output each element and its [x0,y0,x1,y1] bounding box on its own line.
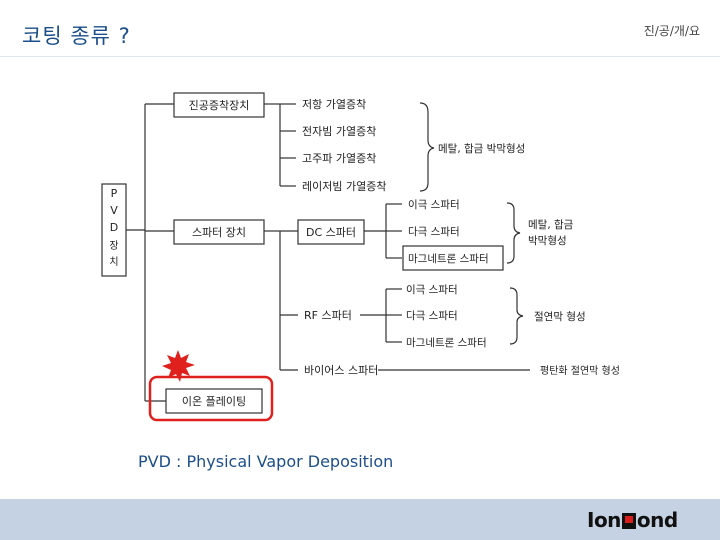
sputter-device-box [173,219,265,245]
bias-sputter-label: 바이어스 스파터 [304,364,378,377]
magnetron-dc-box [402,245,504,271]
ion-plating-highlight [148,375,274,422]
rf-result: 절연막 형성 [534,310,586,323]
root-label-jang: 장 [109,240,118,252]
evaporation-device-label: 진공증착장치 [189,99,250,112]
rf-method-1: 이극 스파터 [406,284,458,296]
bias-result: 평탄화 절연막 형성 [540,364,620,377]
rf-sputter-label: RF 스파터 [304,309,352,322]
slide-header: 코팅 종류 ? 진/공/개/요 [0,0,720,57]
dc-sputter-box [297,219,365,245]
header-divider [0,56,720,57]
dc-result-1: 메탈, 합금 [528,218,574,231]
page-title: 코팅 종류 ? [22,24,131,48]
dc-method-1: 이극 스파터 [408,199,460,211]
evap-result: 메탈, 합금 박막형성 [438,142,525,155]
logo-text-left: Ion [587,508,621,532]
dc-method-3: 마그네트론 스파터 [408,253,489,265]
root-box [101,183,127,277]
rf-brace [509,287,524,345]
evaporation-brace [419,102,435,192]
root-label-d: D [110,221,118,234]
sputter-device-label: 스파터 장치 [192,226,246,239]
caption: PVD : Physical Vapor Deposition [138,452,394,471]
evap-method-1: 저항 가열증착 [302,98,366,111]
evaporation-device-box [173,92,265,118]
section-label: 진/공/개/요 [643,24,700,38]
slide-footer [0,499,720,540]
dc-method-2: 다극 스파터 [408,226,460,238]
rf-method-3: 마그네트론 스파터 [406,337,487,349]
logo-b-mark [621,513,636,529]
root-label-p: P [111,187,118,200]
ion-plating-box [165,388,263,414]
dc-result-2: 박막형성 [528,235,567,247]
dc-brace [506,202,521,264]
root-label-chi: 치 [109,256,118,268]
root-label-v: V [110,204,118,217]
evap-method-4: 레이저빔 가열증착 [302,180,386,193]
logo-text-right: ond [636,508,678,532]
dc-sputter-label: DC 스파터 [306,226,356,239]
ion-plating-label: 이온 플레이팅 [182,395,246,408]
rf-method-2: 다극 스파터 [406,310,458,322]
evap-method-2: 전자빔 가열증착 [302,125,376,138]
burst-icon [162,350,195,382]
evap-method-3: 고주파 가열증착 [302,152,376,165]
